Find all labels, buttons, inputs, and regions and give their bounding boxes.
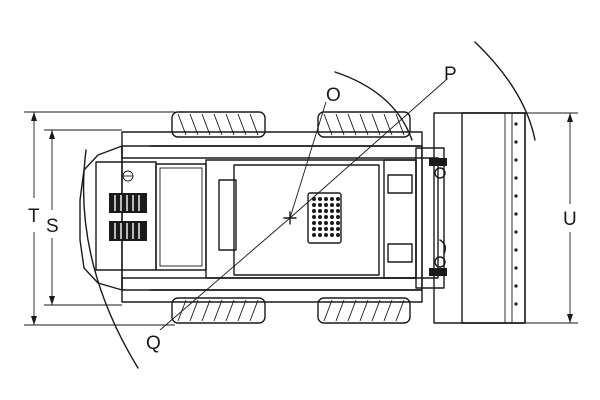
- radius-lines: [159, 79, 447, 331]
- dimension-t-label: T: [28, 206, 40, 227]
- radius-p-label: P: [444, 64, 457, 85]
- chassis: [79, 131, 445, 303]
- dimension-s-label: S: [46, 216, 59, 237]
- dimension-s: S: [44, 129, 122, 306]
- radius-o-label: O: [326, 85, 341, 106]
- tire-rear-top: [317, 111, 411, 138]
- dimension-u: U: [525, 112, 578, 324]
- bucket: [433, 112, 526, 324]
- dimension-t: T: [24, 111, 175, 326]
- tire-rear-bottom: [317, 297, 411, 324]
- roof-vent-grid: [307, 192, 342, 244]
- tire-front-top: [171, 111, 266, 138]
- hydraulic-fittings: [429, 158, 447, 276]
- fuel-cap-icon: [122, 170, 134, 182]
- rear-vent-grille: [109, 193, 147, 241]
- turning-radius-arcs: [82, 41, 536, 369]
- dimension-u-label: U: [563, 209, 577, 230]
- radius-q-label: Q: [146, 333, 161, 354]
